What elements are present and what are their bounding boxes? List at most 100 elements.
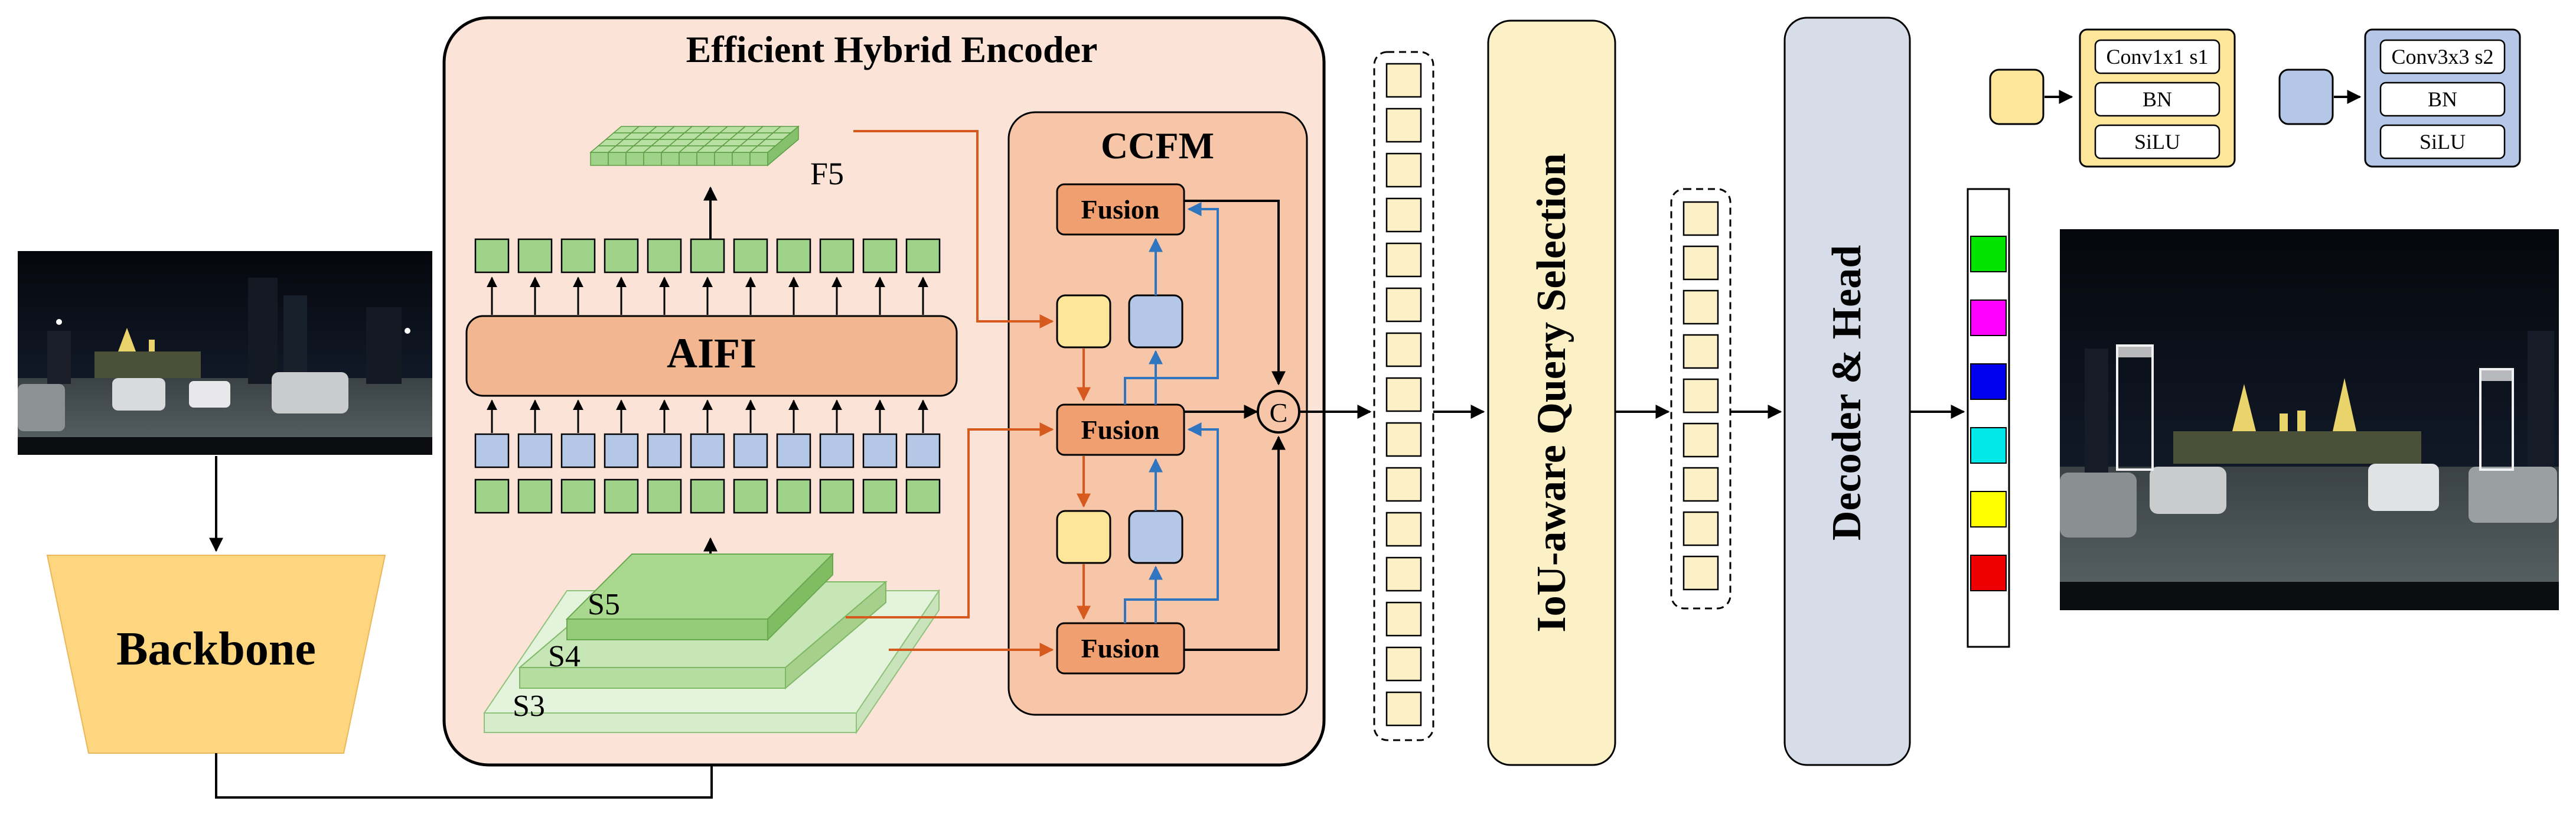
conv1x1-block-lower <box>1056 510 1111 564</box>
encoder-token <box>1385 422 1422 457</box>
legend-conv1x1: Conv1x1 s1 BN SiLU <box>1989 28 2236 168</box>
output-class-swatch <box>1970 299 2007 336</box>
output-token <box>905 238 941 273</box>
encoder-token <box>1385 512 1422 547</box>
input-token <box>776 478 811 514</box>
selected-query-column <box>1670 188 1732 610</box>
input-token <box>819 478 855 514</box>
output-class-swatch <box>1970 236 2007 272</box>
query-selection-label: IoU-aware Query Selection <box>1529 153 1574 632</box>
conv3x3-block-lower <box>1128 510 1183 564</box>
output-token <box>690 238 725 273</box>
fusion-label-bottom: Fusion <box>1081 633 1160 663</box>
token-up-arrows-bottom <box>487 399 928 433</box>
encoder-token <box>1385 646 1422 682</box>
feature-pyramid <box>483 552 940 735</box>
query-selection-block <box>1487 19 1616 766</box>
legend-conv3x3-swatch <box>2278 69 2334 125</box>
encoder-token <box>1385 467 1422 502</box>
backbone-block: Backbone <box>46 555 386 754</box>
input-token <box>647 478 682 514</box>
fusion-to-concat-arrows <box>1184 200 1286 651</box>
legend-conv1x1-layer-3: SiLU <box>2134 130 2180 154</box>
fusion-label-top: Fusion <box>1081 194 1160 224</box>
legend-conv1x1-layer-2: BN <box>2143 87 2172 111</box>
ccfm-title: CCFM <box>1101 125 1214 167</box>
encoder-token <box>1385 287 1422 323</box>
selected-query <box>1682 334 1719 369</box>
f5-feature-grid <box>589 125 800 167</box>
s4-label: S4 <box>548 640 581 673</box>
legend-conv1x1-swatch <box>1989 69 2045 125</box>
input-token <box>560 478 596 514</box>
encoder-token <box>1385 601 1422 637</box>
output-token <box>647 238 682 273</box>
positional-token <box>905 433 941 468</box>
fusion-label-middle: Fusion <box>1081 415 1160 445</box>
encoder-title: Efficient Hybrid Encoder <box>686 28 1098 70</box>
encoder-token <box>1385 63 1422 98</box>
selected-query <box>1682 245 1719 281</box>
legend-conv3x3-layer-3: SiLU <box>2420 130 2466 154</box>
selected-query <box>1682 201 1719 236</box>
legend-conv3x3-layer-1: Conv3x3 s2 <box>2391 45 2493 69</box>
positional-token <box>560 433 596 468</box>
positional-token <box>647 433 682 468</box>
output-class-swatch <box>1970 555 2007 591</box>
encoder-token <box>1385 108 1422 143</box>
decoder-label: Decoder & Head <box>1824 245 1870 541</box>
positional-token <box>862 433 898 468</box>
token-up-arrows-top <box>487 276 928 315</box>
output-token <box>733 238 768 273</box>
encoder-token <box>1385 152 1422 188</box>
selected-query <box>1682 422 1719 458</box>
output-swatches <box>1970 236 2007 591</box>
positional-token <box>604 433 639 468</box>
output-token <box>776 238 811 273</box>
input-token <box>862 478 898 514</box>
encoder-token-column <box>1373 51 1434 741</box>
legend-conv1x1-layer-1: Conv1x1 s1 <box>2106 45 2208 69</box>
input-token <box>604 478 639 514</box>
fusion-block-bottom <box>1056 622 1185 675</box>
output-token <box>560 238 596 273</box>
aifi-label: AIFI <box>667 330 757 377</box>
encoder-token <box>1385 691 1422 727</box>
legend-conv3x3: Conv3x3 s2 BN SiLU <box>2278 28 2521 168</box>
positional-token <box>690 433 725 468</box>
output-token-row <box>474 238 941 273</box>
conv1x1-block-upper <box>1056 294 1111 349</box>
positional-token <box>819 433 855 468</box>
input-token <box>690 478 725 514</box>
output-class-swatch <box>1970 491 2007 528</box>
selected-query <box>1682 378 1719 413</box>
selected-query <box>1682 511 1719 546</box>
output-token <box>862 238 898 273</box>
backbone-to-encoder-arrow <box>215 735 719 799</box>
output-token <box>819 238 855 273</box>
conv3x3-block-upper <box>1128 294 1183 349</box>
top-down-flow-arrows <box>846 130 1091 657</box>
output-class-swatch <box>1970 427 2007 464</box>
output-class-swatch <box>1970 363 2007 400</box>
input-token <box>733 478 768 514</box>
output-token <box>517 238 553 273</box>
backbone-label: Backbone <box>116 623 316 675</box>
encoder-token <box>1385 377 1422 412</box>
input-token <box>474 478 510 514</box>
selected-query <box>1682 555 1719 591</box>
decoder-block <box>1783 17 1911 766</box>
input-token-rows <box>474 433 941 514</box>
encoder-token <box>1385 197 1422 233</box>
bottom-up-flow-arrows <box>1124 202 1219 623</box>
encoder-token-list <box>1385 63 1422 727</box>
selected-query <box>1682 289 1719 325</box>
s3-label: S3 <box>513 689 545 723</box>
fusion-block-middle <box>1056 403 1185 456</box>
concat-symbol: C <box>1270 398 1288 428</box>
positional-token <box>474 433 510 468</box>
encoder-token <box>1385 242 1422 278</box>
positional-token <box>517 433 553 468</box>
selected-query-list <box>1682 201 1719 591</box>
output-image <box>2060 229 2559 610</box>
